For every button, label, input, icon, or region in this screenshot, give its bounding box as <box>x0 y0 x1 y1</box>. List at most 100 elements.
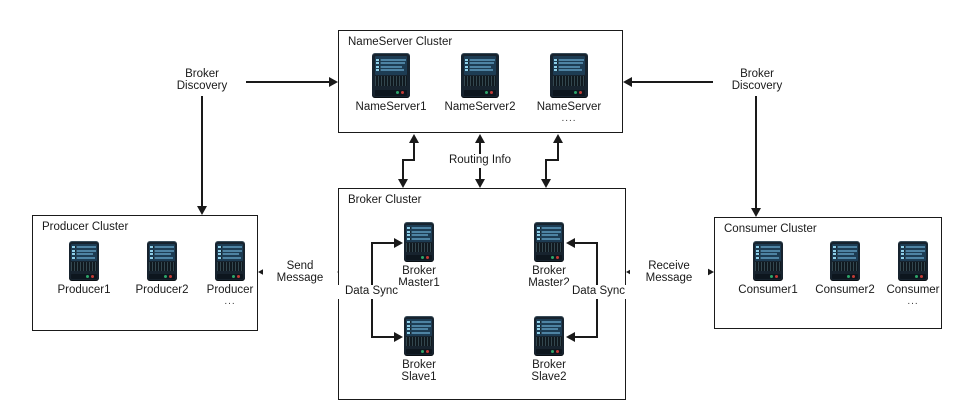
server-node: Consumer1 <box>723 241 813 296</box>
server-node: NameServer2 <box>435 53 525 113</box>
arrow-head-left-icon <box>566 238 575 248</box>
server-screen-panel <box>71 243 97 261</box>
server-screen-panel <box>149 243 175 261</box>
server-base <box>553 89 585 96</box>
server-node: Consumer2 <box>800 241 890 296</box>
arrow-head-down-icon <box>751 208 761 217</box>
server-vents <box>217 261 243 271</box>
red-led-icon <box>489 91 493 95</box>
server-vents <box>406 336 432 346</box>
server-icon <box>550 53 588 98</box>
server-base <box>217 273 243 279</box>
server-vents <box>71 261 97 271</box>
data-sync-right-label: Data Sync <box>561 285 636 299</box>
server-node: NameServer .... <box>524 53 614 124</box>
server-screen-panel <box>217 243 243 261</box>
server-node: Producer ... <box>185 241 275 307</box>
server-icon <box>753 241 783 281</box>
green-led-icon <box>769 274 773 278</box>
server-node-label: Producer1 <box>57 284 111 296</box>
red-led-icon <box>555 349 559 353</box>
server-base <box>755 273 781 279</box>
server-icon <box>147 241 177 281</box>
server-screen-panel <box>832 243 858 261</box>
green-led-icon <box>395 91 399 95</box>
server-node-label: NameServer2 <box>444 101 516 113</box>
server-vents <box>900 261 926 271</box>
server-icon <box>69 241 99 281</box>
server-screen-panel <box>755 243 781 261</box>
red-led-icon <box>851 274 855 278</box>
arrow-line <box>371 336 394 338</box>
server-screen-panel <box>553 56 585 76</box>
consumer-nodes: Consumer1 Consumer2 Consumer ... <box>715 218 941 328</box>
arrow-head-right-icon <box>329 77 338 87</box>
server-screen-panel <box>406 318 432 336</box>
server-screen-panel <box>536 318 562 336</box>
green-led-icon <box>573 91 577 95</box>
red-led-icon <box>578 91 582 95</box>
server-icon <box>534 222 564 262</box>
arrow-line <box>575 242 598 244</box>
red-led-icon <box>919 274 923 278</box>
arrow-line <box>402 159 404 180</box>
red-led-icon <box>774 274 778 278</box>
server-node: Producer2 <box>117 241 207 296</box>
server-node: NameServer1 <box>346 53 436 113</box>
red-led-icon <box>425 255 429 259</box>
server-node-label: Consumer2 <box>815 284 875 296</box>
server-base <box>406 348 432 354</box>
arrow-head-left-icon <box>566 332 575 342</box>
server-icon <box>898 241 928 281</box>
red-led-icon <box>555 255 559 259</box>
server-base <box>536 348 562 354</box>
server-base <box>900 273 926 279</box>
server-node-ellipsis: ... <box>224 296 236 307</box>
arrow-line <box>755 96 757 208</box>
arrow-line <box>371 242 394 244</box>
server-icon <box>830 241 860 281</box>
server-screen-panel <box>900 243 926 261</box>
arrow-line <box>413 142 415 161</box>
server-base <box>375 89 407 96</box>
server-base <box>464 89 496 96</box>
green-led-icon <box>846 274 850 278</box>
arrow-line <box>545 159 547 180</box>
server-node: Consumer ... <box>868 241 958 307</box>
server-vents <box>553 76 585 87</box>
server-vents <box>149 261 175 271</box>
server-screen-panel <box>375 56 407 76</box>
arrow-head-down-icon <box>475 179 485 188</box>
broker-cluster-title: Broker Cluster <box>348 194 422 206</box>
consumer-cluster-title: Consumer Cluster <box>724 223 817 235</box>
red-led-icon <box>425 349 429 353</box>
server-base <box>149 273 175 279</box>
server-node-label: Consumer <box>886 284 940 296</box>
green-led-icon <box>484 91 488 95</box>
producer-nodes: Producer1 Producer2 Producer ... <box>33 216 257 330</box>
arrow-head-up-icon <box>475 134 485 143</box>
routing-info-label: Routing Info <box>433 154 527 168</box>
arrow-head-right-icon <box>394 238 403 248</box>
server-node-label: NameServer1 <box>355 101 427 113</box>
server-vents <box>375 76 407 87</box>
green-led-icon <box>420 349 424 353</box>
server-screen-panel <box>406 224 432 242</box>
arrow-head-down-icon <box>197 206 207 215</box>
server-icon <box>404 222 434 262</box>
server-node: Producer1 <box>39 241 129 296</box>
red-led-icon <box>400 91 404 95</box>
arrow-line <box>545 159 559 161</box>
nameserver-nodes: NameServer1 NameServer2 NameServer .... <box>339 31 622 132</box>
arrow-line <box>232 81 329 83</box>
server-base <box>406 254 432 260</box>
green-led-icon <box>85 274 89 278</box>
red-led-icon <box>168 274 172 278</box>
